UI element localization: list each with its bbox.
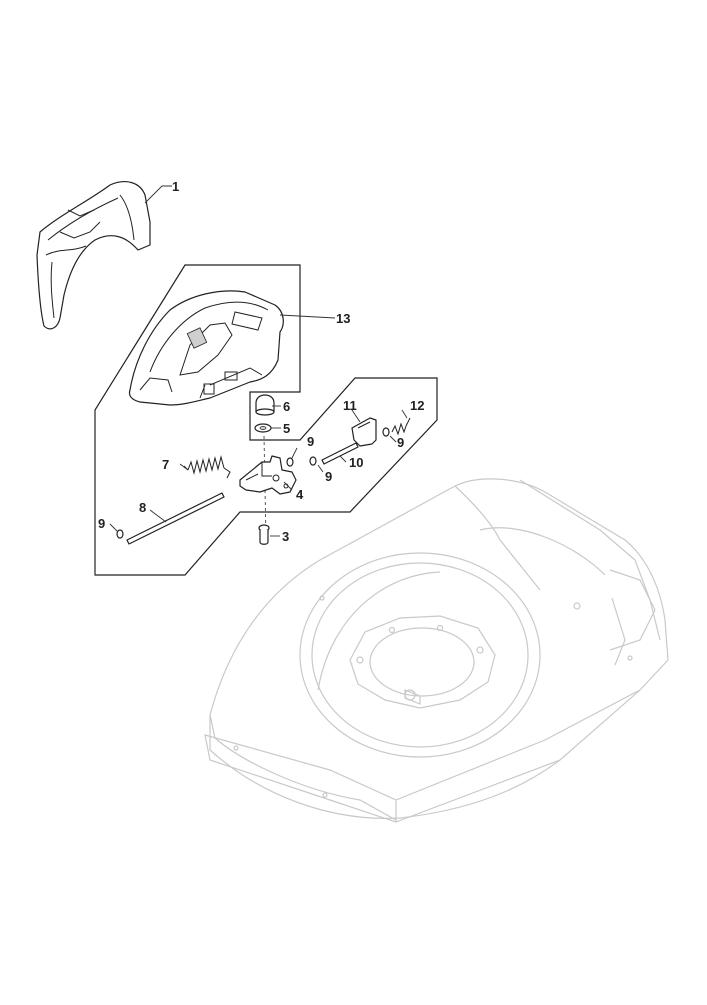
- part-11-lever: [351, 417, 377, 447]
- callout-8: 8: [139, 500, 146, 515]
- callout-11: 11: [343, 398, 357, 413]
- callout-7: 7: [162, 457, 169, 472]
- part-1-handle-cover: [36, 181, 151, 330]
- part-6-cap: [255, 394, 275, 416]
- assembly-axis: [263, 435, 267, 541]
- part-4-bracket: [239, 455, 297, 495]
- callout-9-lower: 9: [325, 469, 332, 484]
- part-9-washer-middle-b: [309, 456, 317, 466]
- part-5-nut: [254, 423, 272, 433]
- callout-labels: 1 13 6 5 7 8 9 9 9 10 4 11 12 9 3: [98, 179, 424, 544]
- part-13-control-housing: [128, 290, 284, 406]
- leader-lines: [109, 185, 408, 537]
- part-3-bolt: [258, 524, 270, 545]
- part-8-rod: [126, 492, 225, 545]
- callout-13: 13: [336, 311, 350, 326]
- callout-9-upper: 9: [307, 434, 314, 449]
- mower-deck-outline: [204, 478, 669, 823]
- callout-3: 3: [282, 529, 289, 544]
- callout-12: 12: [410, 398, 424, 413]
- part-9-washer-right: [382, 427, 390, 437]
- part-10-pin: [321, 442, 359, 465]
- callout-4: 4: [296, 487, 304, 502]
- callout-9-left: 9: [98, 516, 105, 531]
- frame-13: [94, 264, 438, 576]
- callout-9-right: 9: [397, 435, 404, 450]
- part-9-washer-left: [116, 529, 124, 539]
- part-7-spring: [183, 455, 231, 479]
- part-12-spring: [391, 417, 411, 436]
- callout-6: 6: [283, 399, 290, 414]
- callout-5: 5: [283, 421, 290, 436]
- part-9-washer-middle-a: [286, 457, 294, 467]
- callout-10: 10: [349, 455, 363, 470]
- callout-1: 1: [172, 179, 179, 194]
